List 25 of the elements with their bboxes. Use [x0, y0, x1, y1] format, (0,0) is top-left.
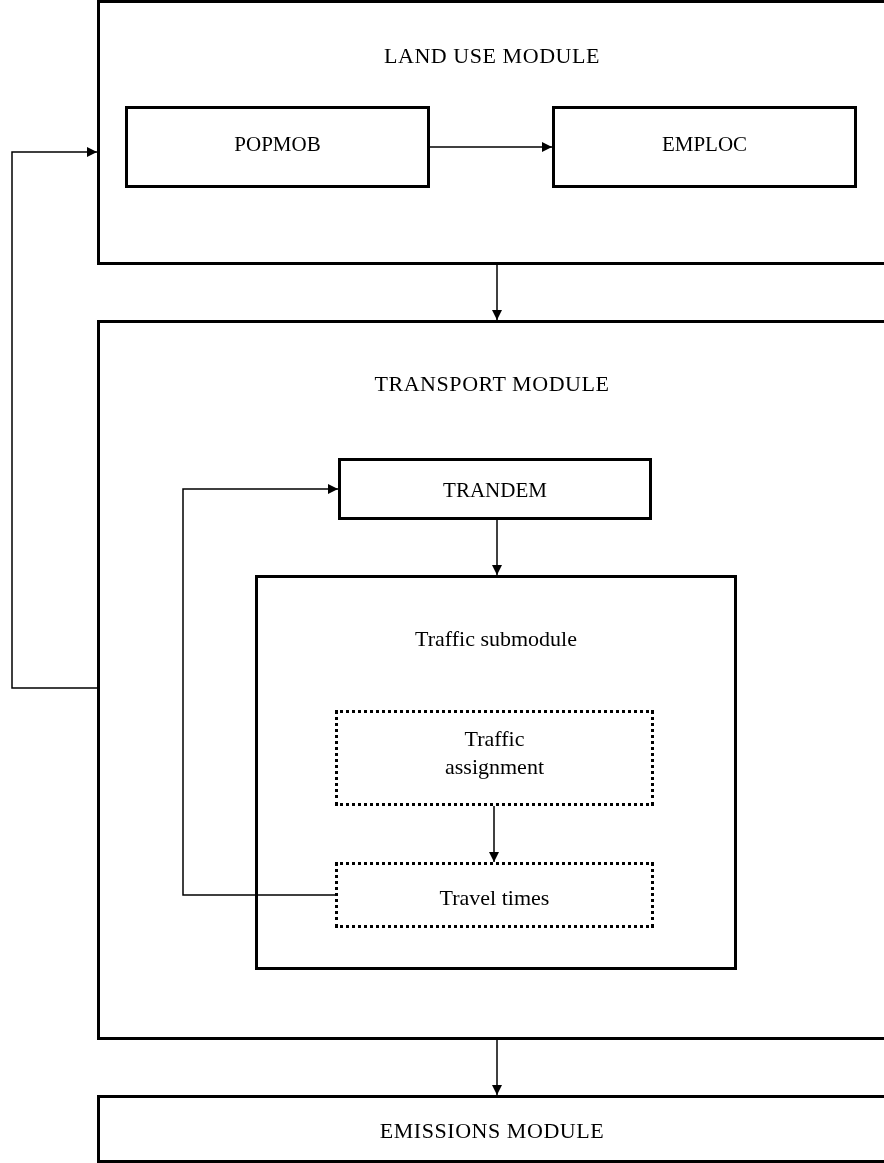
process-box [552, 106, 857, 188]
box-label: LAND USE MODULE [384, 43, 600, 68]
process-box [338, 458, 652, 520]
box-label: Travel times [439, 885, 550, 910]
submodule-box [255, 575, 737, 970]
process-box [335, 862, 654, 928]
box-label: EMPLOC [661, 132, 748, 156]
arrow [492, 1039, 502, 1096]
module-box [97, 0, 884, 265]
box-label: TRANSPORT MODULE [374, 371, 610, 396]
box-label: TRANDEM [443, 478, 547, 502]
box-label: POPMOB [234, 132, 321, 156]
process-box [335, 710, 654, 806]
arrow [429, 142, 553, 152]
box-label: EMISSIONS MODULE [379, 1118, 605, 1143]
process-box [125, 106, 430, 188]
box-label: Traffic assignment [445, 726, 544, 779]
module-box [97, 1095, 884, 1163]
arrow [492, 264, 502, 321]
arrow [182, 484, 339, 896]
arrow [492, 519, 502, 576]
arrow [489, 805, 499, 863]
module-box [97, 320, 884, 1040]
box-label: Traffic submodule [415, 626, 577, 651]
arrow [11, 147, 98, 689]
